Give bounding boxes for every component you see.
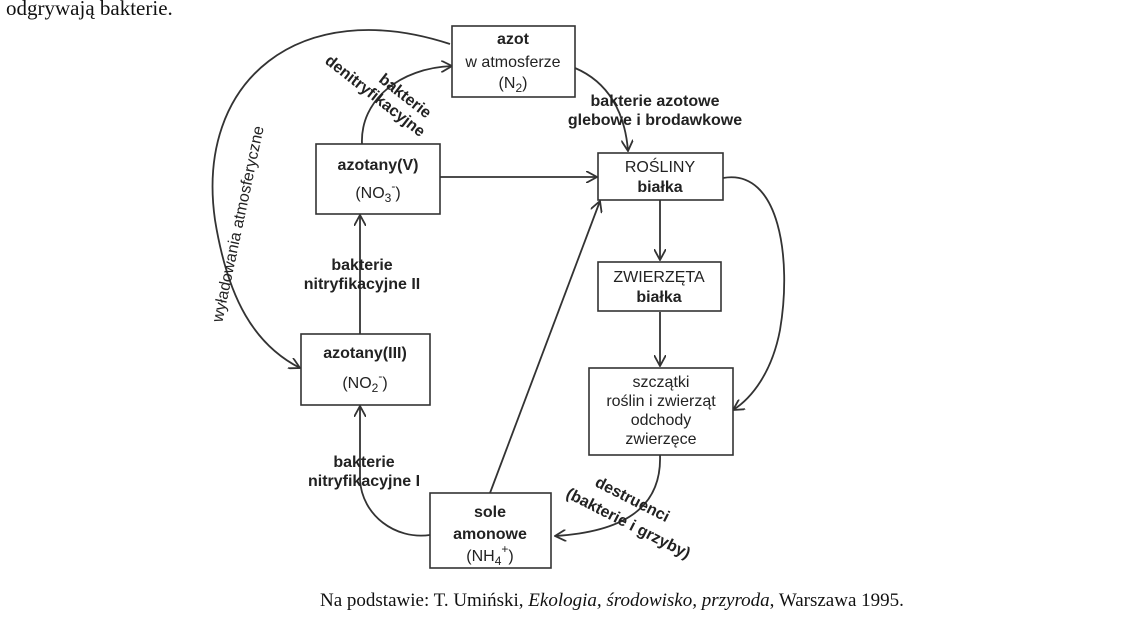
arrow-lightning-fixation	[211, 29, 451, 368]
label-nitryfikacja-ii-1: bakterie	[331, 257, 392, 274]
node-azotany-iii: azotany(III) (NO2-)	[300, 333, 431, 406]
label-nitryfikacja-i-1: bakterie	[333, 454, 394, 471]
node-label: amonowe	[453, 526, 527, 543]
node-label: ZWIERZĘTA	[613, 269, 705, 286]
node-label: roślin i zwierząt	[606, 393, 716, 410]
node-sole-amonowe: sole amonowe (NH4+)	[429, 492, 552, 569]
node-label: azot	[497, 31, 530, 48]
chemical-formula: (NO2-)	[342, 369, 387, 395]
node-label: azotany(III)	[323, 345, 407, 362]
node-rosliny: ROŚLINY białka	[597, 152, 724, 201]
label-bakterie-azotowe-1: bakterie azotowe	[591, 93, 720, 110]
node-label: białka	[636, 289, 681, 306]
node-label: odchody	[631, 412, 692, 429]
caption-prefix: Na podstawie: T. Umiński,	[320, 590, 529, 611]
node-label: szczątki	[633, 374, 690, 391]
chemical-formula: (NO3-)	[355, 179, 400, 205]
caption-suffix: , Warszawa 1995.	[769, 590, 904, 611]
label-nitryfikacja-ii-2: nitryfikacyjne II	[304, 276, 421, 293]
node-label: azotany(V)	[338, 157, 419, 174]
intro-text-fragment: odgrywają bakterie.	[6, 0, 173, 20]
node-label: zwierzęce	[625, 431, 696, 448]
arrow-azot-to-plants	[574, 67, 628, 151]
edges	[211, 29, 786, 537]
node-azotany-v: azotany(V) (NO3-)	[315, 143, 441, 215]
node-label: sole	[474, 504, 506, 521]
source-caption: Na podstawie: T. Umiński, Ekologia, środ…	[320, 590, 904, 612]
arrow-denitrification	[361, 66, 452, 145]
node-azot-atmosfera: azot w atmosferze (N2)	[451, 25, 576, 98]
label-nitryfikacja-i-2: nitryfikacyjne I	[308, 473, 420, 490]
label-bakterie-azotowe-2: glebowe i brodawkowe	[568, 112, 742, 129]
arrow-plants-to-remains	[722, 176, 786, 410]
node-label: białka	[637, 179, 682, 196]
node-szczatki: szczątki roślin i zwierząt odchody zwier…	[588, 367, 734, 456]
node-label: w atmosferze	[464, 54, 560, 71]
node-label: ROŚLINY	[625, 157, 696, 176]
caption-title: Ekologia, środowisko, przyroda	[528, 590, 770, 611]
chemical-formula: (NH4+)	[466, 542, 513, 568]
arrow-ammonium-to-nitrites	[360, 406, 431, 537]
node-zwierzeta: ZWIERZĘTA białka	[597, 261, 722, 312]
arrow-remains-to-ammonium	[555, 454, 661, 536]
chemical-formula: (N2)	[499, 75, 528, 95]
arrow-ammonium-to-plants	[489, 201, 600, 494]
label-wyladowania: wyładowania atmosferyczne	[209, 124, 267, 324]
